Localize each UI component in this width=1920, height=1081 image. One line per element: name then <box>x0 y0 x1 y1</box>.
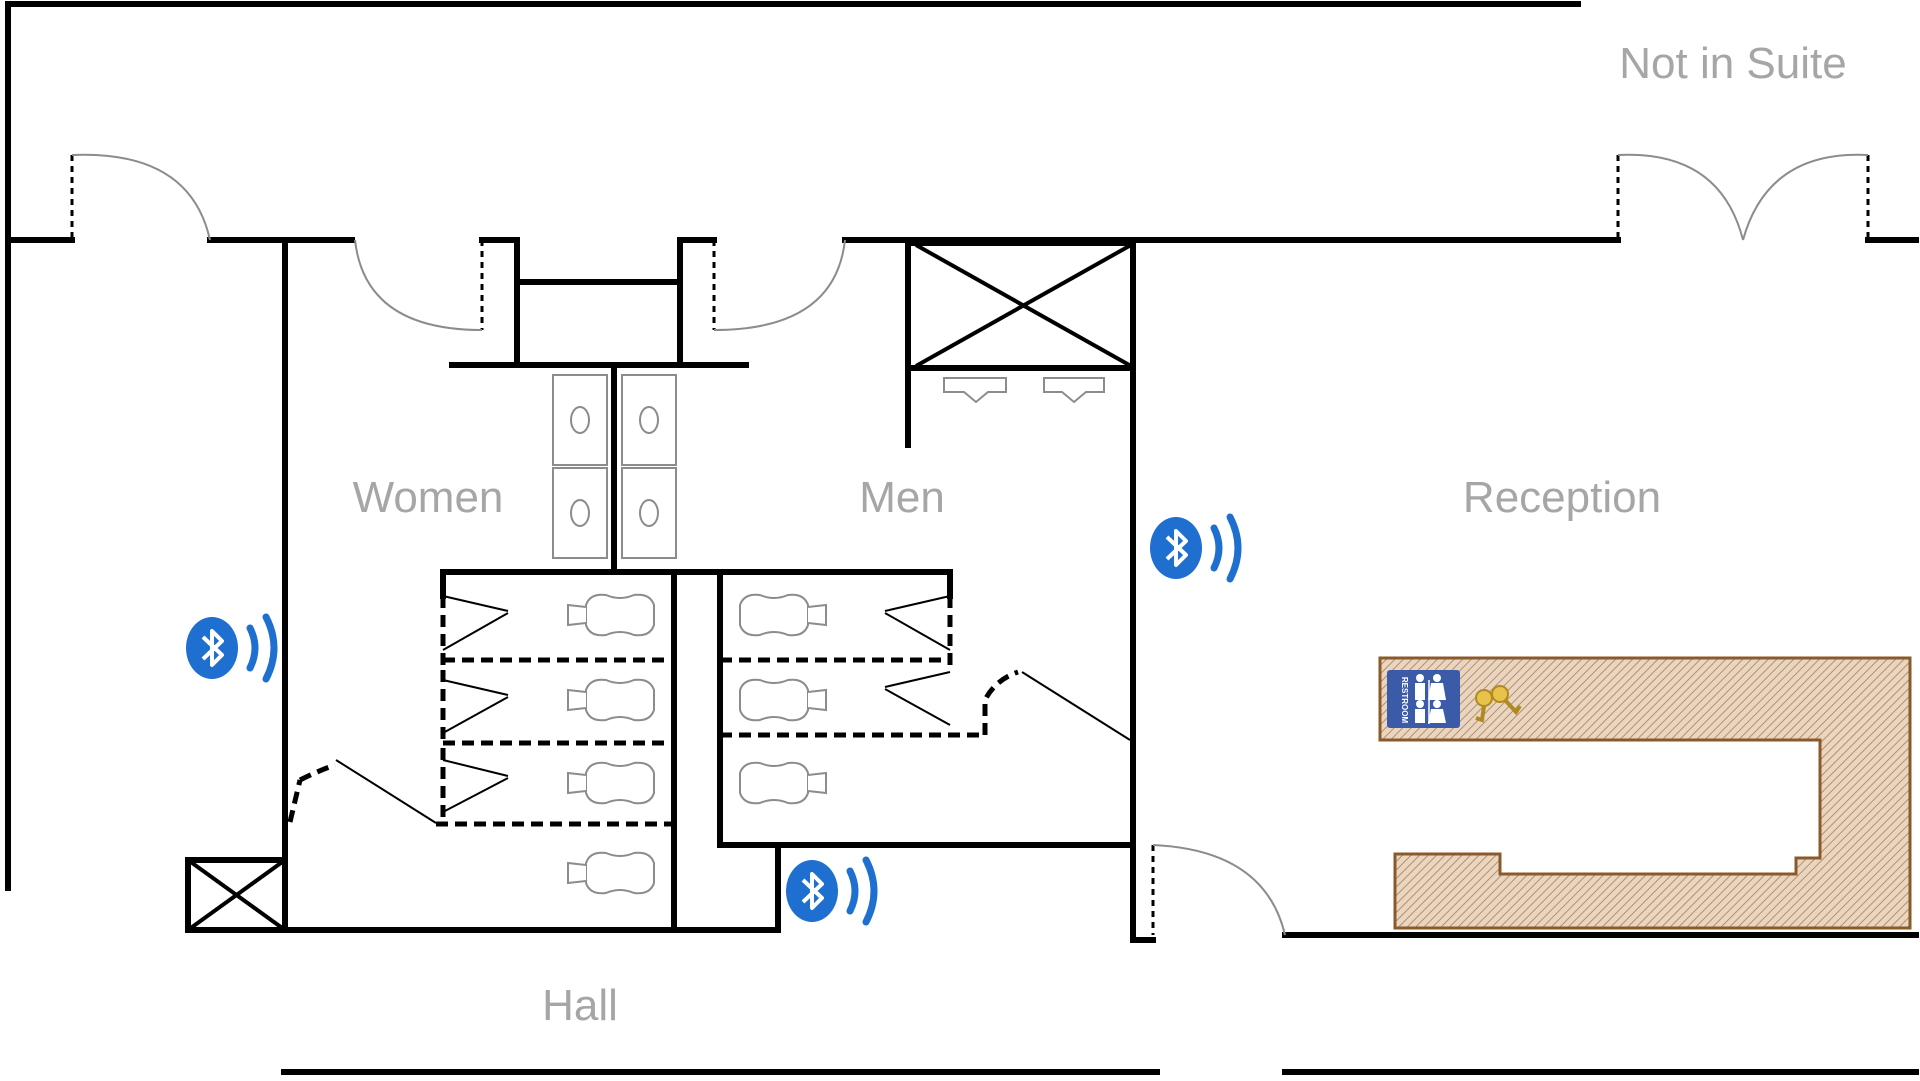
restroom-sign-text: RESTROOM <box>1400 677 1409 724</box>
restroom-doors <box>354 239 1286 936</box>
key-icon <box>1475 685 1522 723</box>
urinals <box>943 377 1105 404</box>
stall-partitions <box>287 569 1131 827</box>
label-hall: Hall <box>542 981 618 1030</box>
reception-desk <box>1378 656 1912 930</box>
north-doors <box>70 153 1870 241</box>
bluetooth-beacon-icon <box>1150 517 1238 579</box>
bluetooth-beacon-icon <box>786 860 874 922</box>
label-not-in-suite: Not in Suite <box>1619 39 1846 88</box>
restroom-sign-icon: RESTROOM <box>1387 670 1460 728</box>
label-men: Men <box>859 473 945 522</box>
shaft-x-box <box>185 240 1136 933</box>
restroom-walls <box>282 237 1919 943</box>
label-reception: Reception <box>1463 473 1661 522</box>
label-women: Women <box>353 473 504 522</box>
bluetooth-beacon-icon <box>186 617 274 679</box>
